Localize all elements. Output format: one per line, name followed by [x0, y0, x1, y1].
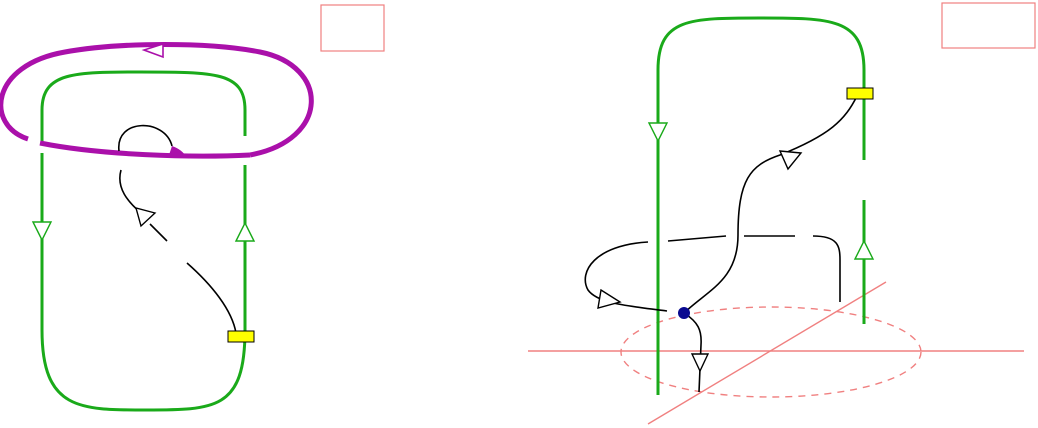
right-label-box: [941, 2, 1036, 49]
black-descending-path: [683, 312, 702, 393]
black-rising-path: [683, 95, 858, 314]
magenta-loop-back: [0, 42, 314, 158]
left-diagram: [0, 4, 385, 412]
right-diagram: [528, 2, 1036, 425]
black-path-upper: [118, 124, 173, 152]
black-path-from-marker: [186, 262, 237, 334]
black-arrow-icon: [134, 207, 157, 228]
green-arrow-up-icon: [853, 239, 875, 260]
black-loop-left: [584, 241, 668, 312]
green-loop-left-and-bottom: [40, 153, 247, 412]
black-path-middle: [119, 169, 142, 214]
right-yellow-marker: [846, 87, 874, 100]
magenta-wedge: [168, 146, 187, 158]
black-arrow-left-loop-icon: [597, 288, 622, 309]
magenta-arrow-icon: [141, 42, 164, 59]
green-arrow-down-icon: [647, 122, 669, 143]
black-arrow-rising-icon: [778, 150, 803, 171]
dashed-ellipse: [620, 306, 922, 398]
black-arrow-down-icon: [690, 353, 710, 373]
black-path-lower: [149, 223, 168, 242]
base-point: [678, 307, 690, 319]
green-strand-main: [656, 16, 866, 395]
plane-diagonal-line: [647, 281, 887, 425]
left-yellow-marker: [227, 330, 255, 343]
left-label-box: [320, 4, 385, 52]
green-loop-top: [40, 70, 247, 143]
green-arrow-up-icon: [234, 221, 256, 242]
green-arrow-down-icon: [31, 221, 53, 242]
black-loop-dashed: [667, 235, 841, 302]
magenta-loop-front: [39, 140, 251, 159]
